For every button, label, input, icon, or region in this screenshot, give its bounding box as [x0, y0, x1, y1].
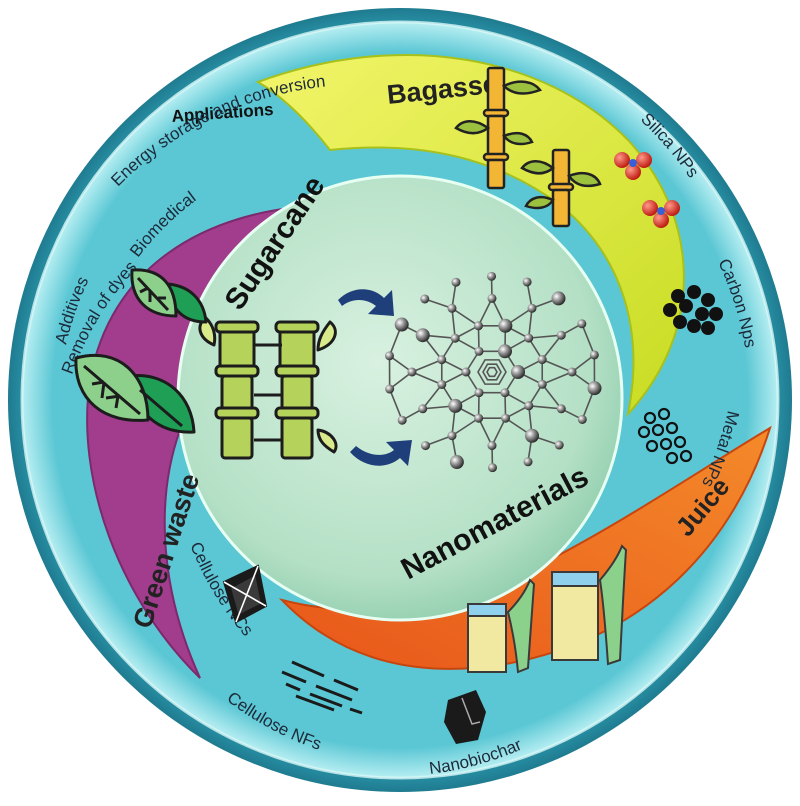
lattice-atom: [511, 365, 525, 379]
lattice-atom: [498, 319, 512, 333]
lattice-atom: [488, 463, 497, 472]
lattice-atom: [462, 368, 471, 377]
lattice-atom: [568, 368, 577, 377]
lattice-atom: [498, 344, 512, 358]
lattice-atom: [487, 272, 496, 281]
lattice-atom: [501, 388, 510, 397]
lattice-atom: [416, 328, 430, 342]
lattice-atom: [448, 399, 462, 413]
lattice-atom: [538, 355, 547, 364]
lattice-atom: [398, 416, 407, 425]
lattice-atom: [448, 431, 457, 440]
lattice-atom: [474, 414, 483, 423]
lattice-atom: [528, 304, 537, 313]
lattice-atom: [448, 304, 457, 313]
lattice-atom: [551, 291, 565, 305]
lattice-atom: [557, 331, 566, 340]
lattice-atom: [395, 318, 409, 332]
lattice-atom: [577, 319, 586, 328]
lattice-atom: [524, 457, 533, 466]
lattice-atom: [538, 380, 547, 389]
lattice-atom: [451, 278, 460, 287]
lattice-atom: [590, 350, 599, 359]
lattice-atom: [488, 294, 497, 303]
lattice-atom: [524, 401, 533, 410]
lattice-atom: [523, 277, 532, 286]
lattice-atom: [408, 368, 417, 377]
lattice-atom: [437, 355, 446, 364]
lattice-atom: [588, 381, 602, 395]
lattice-atom: [525, 429, 539, 443]
lattice-atom: [450, 455, 464, 469]
lattice-atom: [474, 321, 483, 330]
lattice-atom: [421, 441, 430, 450]
lattice-atom: [475, 347, 484, 356]
lattice-atom: [437, 380, 446, 389]
lattice-atom: [420, 294, 429, 303]
lattice-atom: [578, 415, 587, 424]
lattice-atom: [451, 334, 460, 343]
lattice-atom: [488, 441, 497, 450]
lattice-atom: [555, 441, 564, 450]
lattice-atom: [501, 414, 510, 423]
lattice-atom: [524, 334, 533, 343]
lattice-atom: [418, 404, 427, 413]
lattice-atom: [475, 388, 484, 397]
lattice-atom: [385, 385, 394, 394]
lattice-atom: [385, 351, 394, 360]
lattice-atom: [557, 404, 566, 413]
